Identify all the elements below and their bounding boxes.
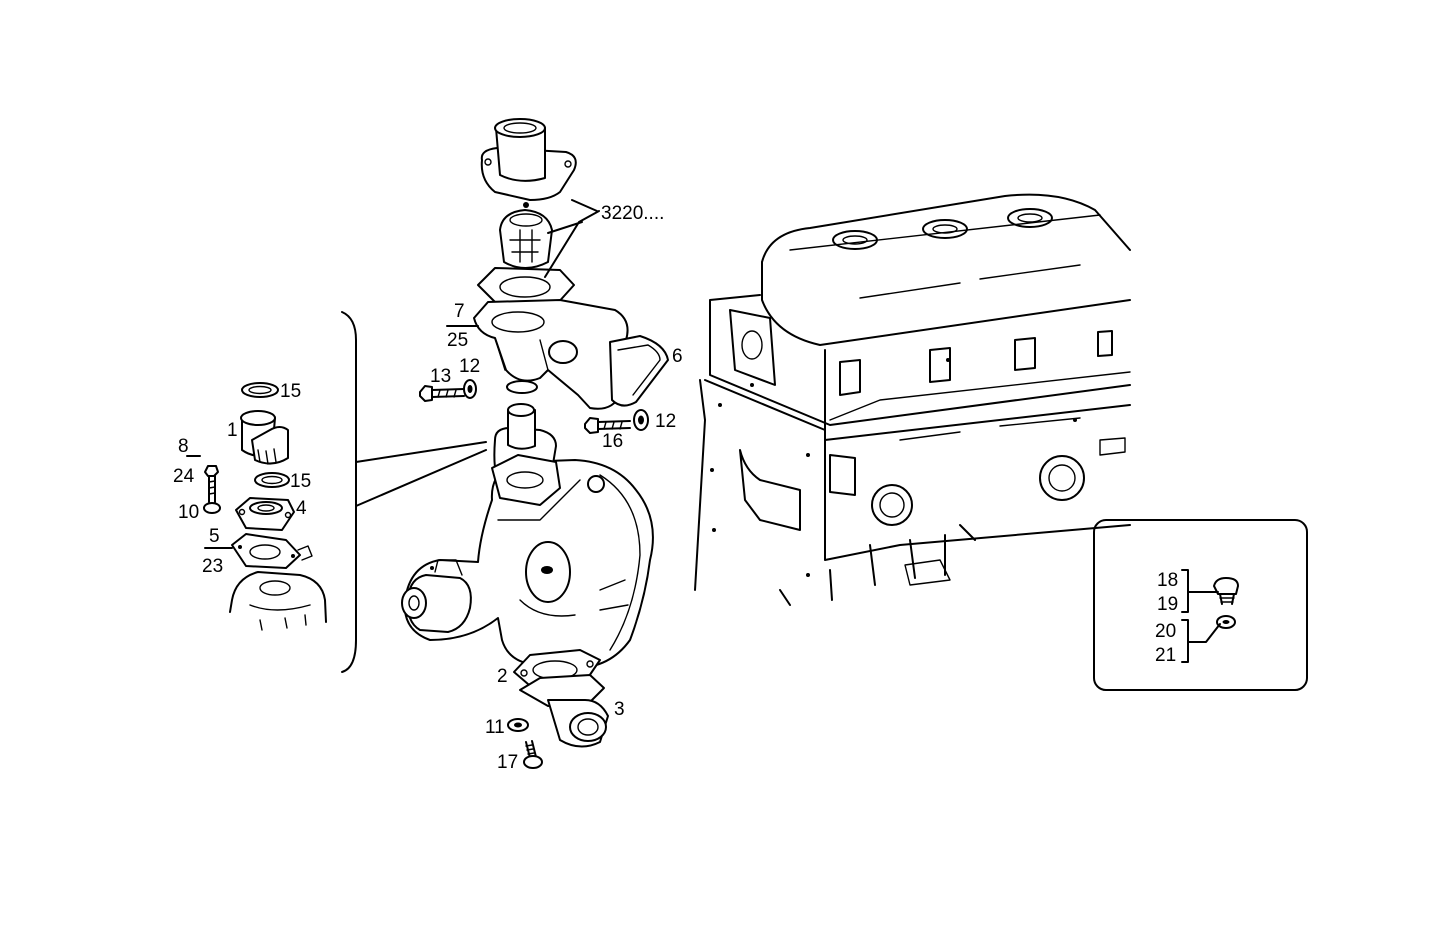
bolt-16 <box>584 417 631 434</box>
label-8: 8 <box>178 436 189 457</box>
water-pump <box>401 403 654 669</box>
bolt-13 <box>419 385 465 402</box>
label-19: 19 <box>1157 594 1178 615</box>
label-23: 23 <box>202 556 223 577</box>
label-15-bottom: 15 <box>290 471 311 492</box>
flange-4 <box>235 497 295 531</box>
label-25: 25 <box>447 330 468 351</box>
thermostat-housing <box>473 299 669 410</box>
outlet-elbow-3 <box>519 674 609 748</box>
thermostat-cover <box>480 118 577 201</box>
label-5: 5 <box>209 526 220 547</box>
leader-lines <box>186 199 600 549</box>
washer-12-right <box>633 409 649 431</box>
o-ring-15-bottom <box>254 472 290 488</box>
label-3: 3 <box>614 699 625 720</box>
label-20: 20 <box>1155 621 1176 642</box>
pipe-fitting-1 <box>240 410 289 465</box>
label-21: 21 <box>1155 645 1176 666</box>
label-12-left: 12 <box>459 356 480 377</box>
engine-block-drawing <box>694 193 1131 606</box>
inset-detail <box>1093 519 1308 691</box>
label-4: 4 <box>296 498 307 519</box>
gasket-5-23 <box>231 533 313 569</box>
part-labels: 3220.... 7 25 6 13 12 12 16 15 1 15 8 24… <box>173 203 1178 773</box>
o-ring-15-top <box>241 382 279 398</box>
label-15-top: 15 <box>280 381 301 402</box>
label-17: 17 <box>497 752 518 773</box>
label-2: 2 <box>497 666 508 687</box>
label-16: 16 <box>602 431 623 452</box>
label-10: 10 <box>178 502 199 523</box>
bolt-17 <box>523 740 543 769</box>
label-13: 13 <box>430 366 451 387</box>
nut-11 <box>507 718 529 732</box>
pump-housing-partial <box>229 571 327 631</box>
label-7: 7 <box>454 301 465 322</box>
label-1: 1 <box>227 420 238 441</box>
label-24: 24 <box>173 466 195 487</box>
bolt-8-24 <box>204 465 219 503</box>
washer-10 <box>203 502 221 514</box>
label-11: 11 <box>485 717 505 738</box>
label-18: 18 <box>1157 570 1178 591</box>
washer-12-left <box>463 379 477 399</box>
thermostat <box>499 202 553 269</box>
label-3220: 3220.... <box>601 203 664 224</box>
label-6: 6 <box>672 346 683 367</box>
label-12-right: 12 <box>655 411 676 432</box>
detail-bracket <box>341 311 487 673</box>
